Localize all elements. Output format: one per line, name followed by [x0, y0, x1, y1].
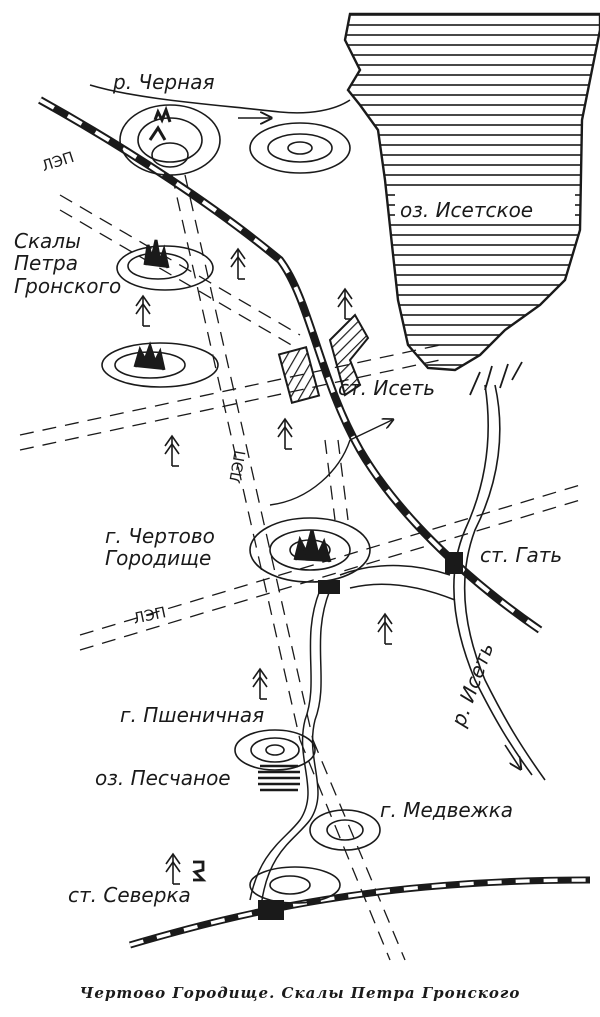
label-rocks-gronsky: Скалы Петра Гронского: [14, 229, 122, 298]
rock-icon: [101, 104, 381, 904]
label-station-iset: ст. Исеть: [338, 376, 436, 400]
river-iset: [453, 361, 546, 781]
lake-peschanoe: [258, 764, 300, 792]
severka-mark: [192, 860, 207, 882]
label-mount-medvezhka: г. Медвежка: [380, 798, 514, 822]
label-mount-chertovo: г. Чертово Городище: [105, 524, 215, 571]
label-lake-isetskoe: оз. Исетское: [400, 198, 534, 222]
lake-isetskoe: [343, 12, 600, 372]
label-station-gat: ст. Гать: [480, 543, 563, 567]
label-river-chernaya: р. Черная: [113, 70, 215, 94]
map-caption: Чертово Городище. Скалы Петра Гронского: [79, 984, 521, 1002]
river-chernaya: [89, 84, 351, 114]
stream: [249, 564, 456, 901]
building-icon: [258, 313, 463, 920]
label-station-severka: ст. Северка: [68, 883, 191, 907]
label-mount-pshenichnaya: г. Пшеничная: [120, 703, 265, 727]
label-lake-peschanoe: оз. Песчаное: [95, 766, 231, 790]
